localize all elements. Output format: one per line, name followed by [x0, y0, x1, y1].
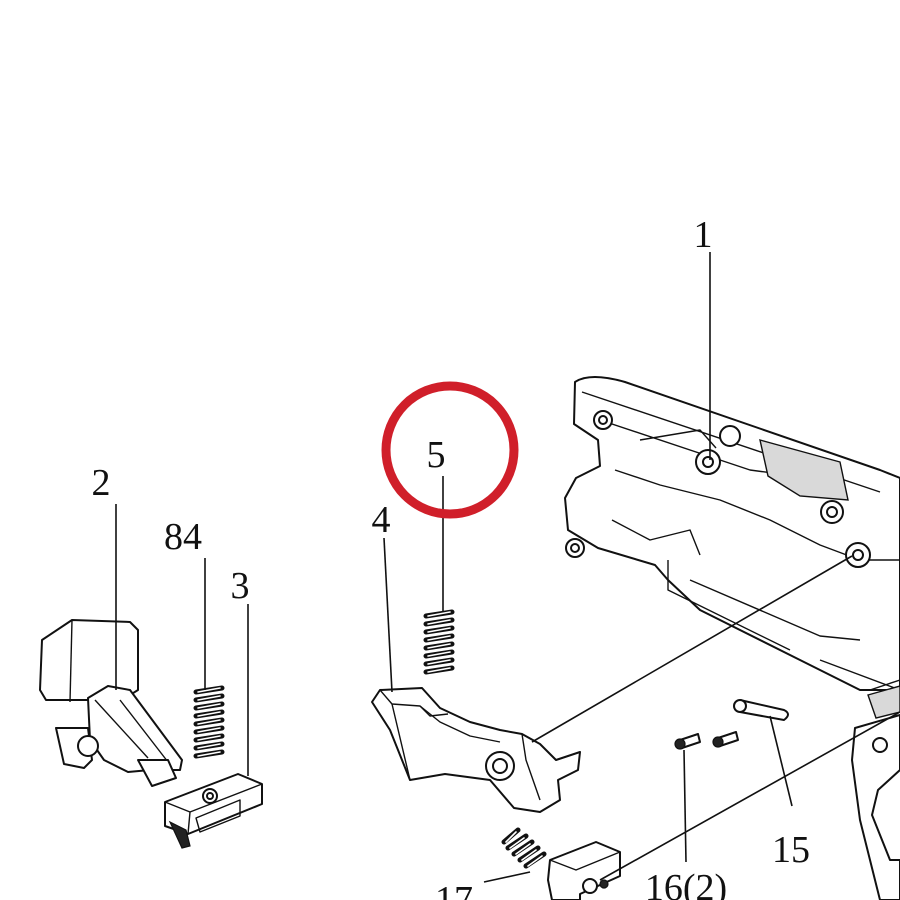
part-17-assembly — [501, 827, 621, 900]
part-3-block — [164, 773, 263, 849]
callout-5: 5 — [427, 434, 446, 476]
assembly-guide-lines — [531, 555, 900, 881]
part-15-pin — [733, 699, 789, 721]
callout-84: 84 — [164, 516, 202, 558]
part-84-spring — [193, 685, 225, 759]
part-5-spring — [423, 609, 455, 675]
callout-1: 1 — [694, 214, 713, 256]
part-4-lock-lever — [371, 687, 581, 813]
callout-16-2: 16(2) — [645, 867, 727, 900]
highlight-circle — [381, 381, 519, 519]
part-16-screws — [674, 731, 739, 750]
part-2-lever — [39, 619, 183, 787]
callout-17: 17 — [435, 879, 473, 900]
callout-15: 15 — [772, 829, 810, 871]
callout-3: 3 — [231, 565, 250, 607]
part-1-housing — [564, 376, 900, 691]
callout-2: 2 — [92, 462, 111, 504]
leader-lines — [115, 252, 793, 883]
callout-4: 4 — [372, 499, 391, 541]
right-edge-part — [851, 679, 900, 900]
